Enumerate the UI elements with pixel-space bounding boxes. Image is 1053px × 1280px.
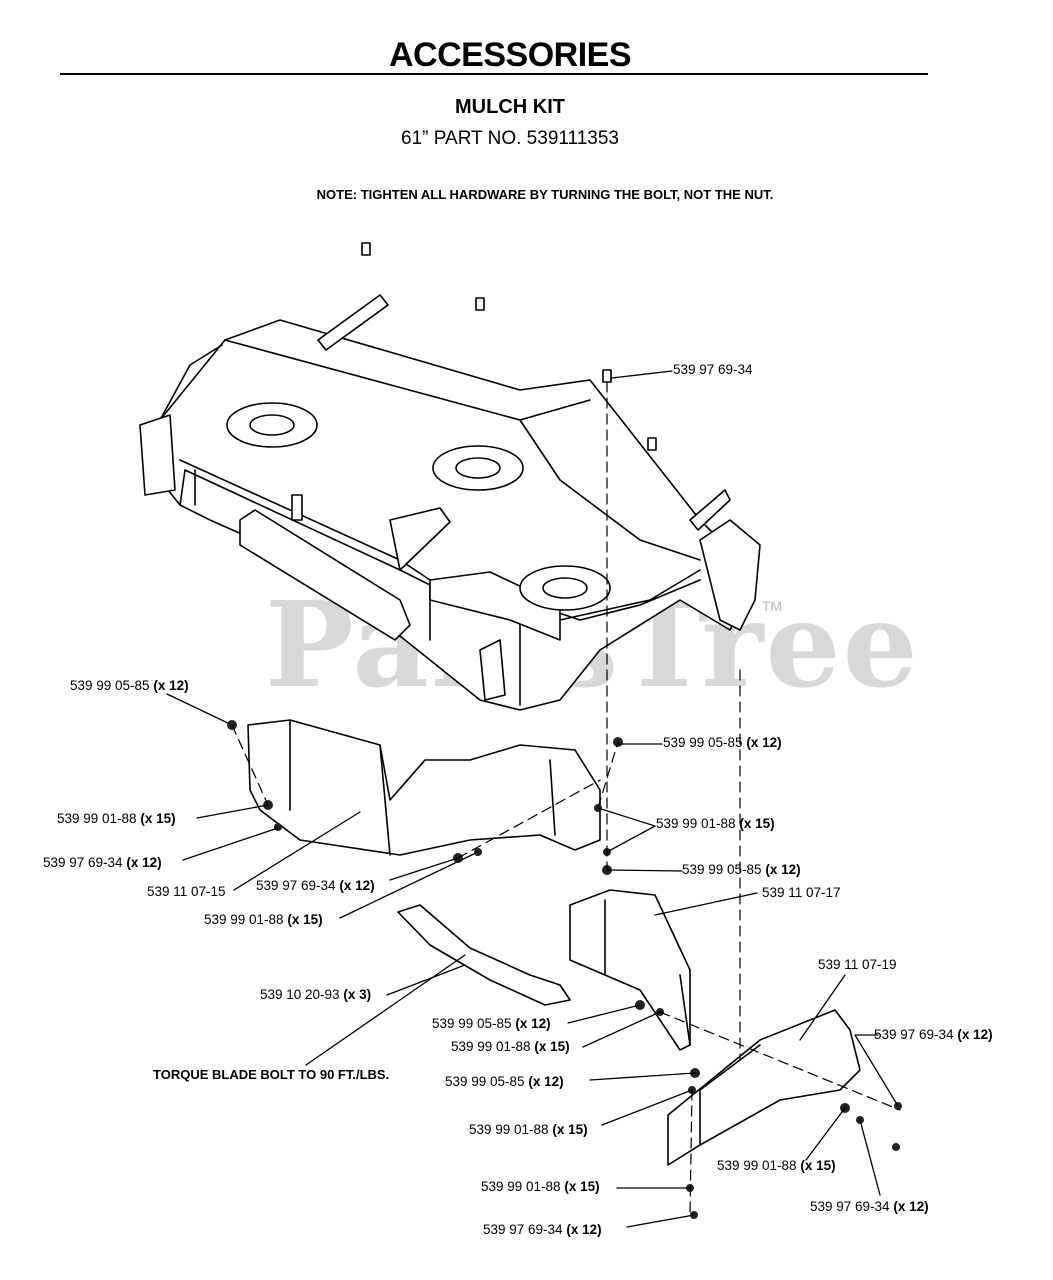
part-number: 539 97 69-34 xyxy=(874,1027,954,1042)
callout-washer-bottom: 539 99 01-88 (x 15) xyxy=(469,1122,588,1138)
part-number: 539 97 69-34 xyxy=(810,1199,890,1214)
callout-bolt-top: 539 97 69-34 xyxy=(673,362,753,378)
callout-bolt-right-upper: 539 97 69-34 (x 12) xyxy=(874,1027,993,1043)
callout-washer-mid: 539 99 01-88 (x 15) xyxy=(204,912,323,928)
leader-lines xyxy=(166,370,899,1228)
part-quantity: (x 12) xyxy=(765,862,801,877)
torque-note: TORQUE BLADE BOLT TO 90 FT./LBS. xyxy=(153,1067,390,1082)
callout-nut-bottom: 539 99 05-85 (x 12) xyxy=(445,1074,564,1090)
part-number: 539 99 01-88 xyxy=(204,912,284,927)
callout-nut-center: 539 99 05-85 (x 12) xyxy=(663,735,782,751)
part-quantity: (x 12) xyxy=(339,878,375,893)
part-quantity: (x 12) xyxy=(746,735,782,750)
watermark-tm: TM xyxy=(762,598,783,614)
callout-discharge-plate: 539 11 07-19 xyxy=(818,957,897,973)
part-number: 539 99 05-85 xyxy=(445,1074,525,1089)
part-number: 539 11 07-17 xyxy=(762,885,841,900)
kit-name: MULCH KIT xyxy=(455,96,565,118)
callout-nut-lower: 539 99 05-85 (x 12) xyxy=(432,1016,551,1032)
part-number: 539 10 20-93 xyxy=(260,987,340,1002)
part-number: 539 99 01-88 xyxy=(57,811,137,826)
callout-blade: 539 10 20-93 (x 3) xyxy=(260,987,371,1003)
callout-washer-plate: 539 99 01-88 (x 15) xyxy=(717,1158,836,1174)
part-number: 539 11 07-19 xyxy=(818,957,897,972)
part-number: 539 99 01-88 xyxy=(656,816,736,831)
page-title: ACCESSORIES xyxy=(389,36,632,74)
blade xyxy=(397,904,571,1006)
part-quantity: (x 15) xyxy=(287,912,323,927)
kit-part-number: 61” PART NO. 539111353 xyxy=(401,128,619,149)
mower-deck xyxy=(139,242,761,711)
part-number: 539 97 69-34 xyxy=(256,878,336,893)
callout-bolt-left: 539 97 69-34 (x 12) xyxy=(43,855,162,871)
part-number: 539 99 05-85 xyxy=(682,862,762,877)
discharge-plate xyxy=(667,1009,861,1166)
part-quantity: (x 12) xyxy=(528,1074,564,1089)
callout-bolt-mid: 539 97 69-34 (x 12) xyxy=(256,878,375,894)
part-quantity: (x 3) xyxy=(343,987,372,1002)
callout-washer-center: 539 99 01-88 (x 15) xyxy=(656,816,775,832)
part-number: 539 99 01-88 xyxy=(451,1039,531,1054)
part-quantity: (x 12) xyxy=(566,1222,602,1237)
callout-washer-left: 539 99 01-88 (x 15) xyxy=(57,811,176,827)
part-number: 539 99 01-88 xyxy=(717,1158,797,1173)
callout-nut-right: 539 99 05-85 (x 12) xyxy=(682,862,801,878)
part-quantity: (x 15) xyxy=(552,1122,588,1137)
part-quantity: (x 15) xyxy=(140,811,176,826)
callout-baffle-right: 539 11 07-17 xyxy=(762,885,841,901)
part-quantity: (x 12) xyxy=(515,1016,551,1031)
part-quantity: (x 15) xyxy=(534,1039,570,1054)
part-quantity: (x 12) xyxy=(126,855,162,870)
part-number: 539 99 05-85 xyxy=(432,1016,512,1031)
part-quantity: (x 15) xyxy=(739,816,775,831)
part-quantity: (x 12) xyxy=(893,1199,929,1214)
callout-washer-base: 539 99 01-88 (x 15) xyxy=(481,1179,600,1195)
callout-washer-lower: 539 99 01-88 (x 15) xyxy=(451,1039,570,1055)
baffle-left xyxy=(247,719,601,856)
callout-bolt-base: 539 97 69-34 (x 12) xyxy=(483,1222,602,1238)
callout-baffle-left: 539 11 07-15 xyxy=(147,884,226,900)
part-number: 539 97 69-34 xyxy=(483,1222,563,1237)
part-quantity: (x 12) xyxy=(153,678,189,693)
assembly-lines xyxy=(231,381,901,1216)
part-quantity: (x 15) xyxy=(564,1179,600,1194)
callout-bolt-plate: 539 97 69-34 (x 12) xyxy=(810,1199,929,1215)
title-rule xyxy=(60,73,928,75)
part-quantity: (x 12) xyxy=(957,1027,993,1042)
callout-nut-left: 539 99 05-85 (x 12) xyxy=(70,678,189,694)
part-number: 539 97 69-34 xyxy=(43,855,123,870)
part-number: 539 99 01-88 xyxy=(469,1122,549,1137)
part-number: 539 99 01-88 xyxy=(481,1179,561,1194)
part-quantity: (x 15) xyxy=(800,1158,836,1173)
part-number: 539 99 05-85 xyxy=(663,735,743,750)
part-number: 539 11 07-15 xyxy=(147,884,226,899)
hardware-note: NOTE: TIGHTEN ALL HARDWARE BY TURNING TH… xyxy=(316,187,774,202)
part-number: 539 97 69-34 xyxy=(673,362,753,377)
part-number: 539 99 05-85 xyxy=(70,678,150,693)
